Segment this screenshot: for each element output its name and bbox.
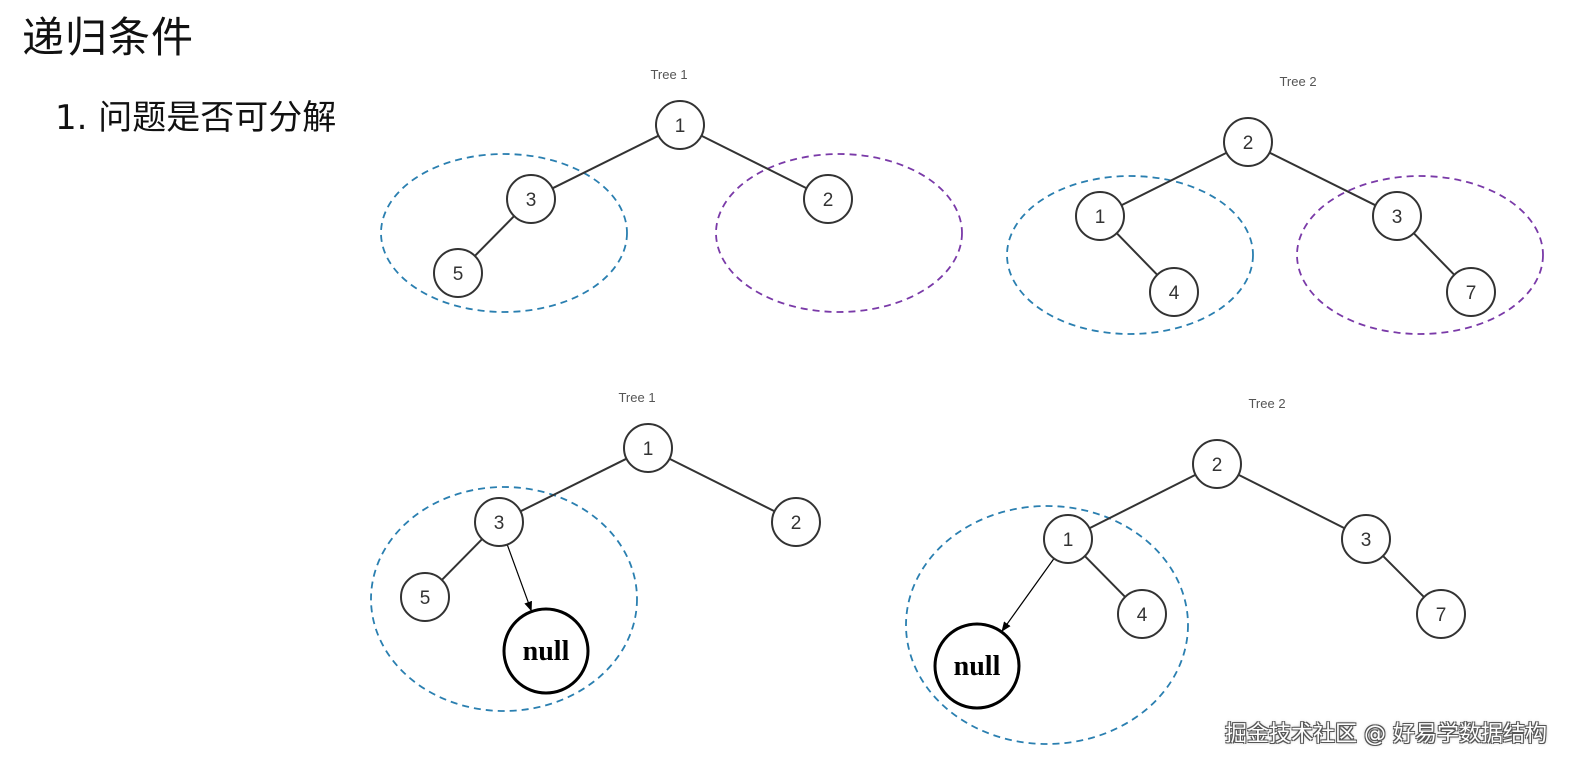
bottom-tree-2-node-label-7: 7 — [1436, 605, 1447, 626]
top-tree-2-node-label-2: 2 — [1243, 133, 1254, 154]
top-tree-2-node-7 — [1446, 267, 1496, 317]
top-tree-2-subtree-group-purple — [1296, 175, 1544, 335]
top-tree-1-node-3 — [506, 174, 556, 224]
top-tree-2-edge-a-c — [1269, 151, 1376, 207]
bottom-tree-1-node-label-2: 2 — [791, 513, 802, 534]
bottom-tree-1-arrow-to-null — [506, 544, 532, 612]
top-tree-2-node-1 — [1075, 191, 1125, 241]
top-tree-1-node-2 — [803, 174, 853, 224]
top-tree-1-node-5 — [433, 248, 483, 298]
top-tree-1-subtree-group-purple — [715, 153, 963, 313]
bottom-tree-2-edge-a-c — [1237, 473, 1346, 530]
bottom-tree-2-node-label-3: 3 — [1361, 530, 1372, 551]
top-tree-2-edge-a-b — [1121, 151, 1227, 207]
bottom-tree-1-null-label: null — [523, 636, 570, 667]
bottom-tree-2-subtree-group-blue — [905, 505, 1189, 745]
top-tree-2-node-label-4: 4 — [1169, 283, 1180, 304]
bottom-tree-2-node-label-4: 4 — [1137, 605, 1148, 626]
top-tree-1-node-label-5: 5 — [453, 264, 464, 285]
bottom-tree-1-node-label-1: 1 — [643, 439, 654, 460]
top-tree-2-node-label-3: 3 — [1392, 207, 1403, 228]
top-tree-1-node-label-1: 1 — [675, 116, 686, 137]
bottom-tree-2-arrow-to-null — [1001, 558, 1055, 632]
top-tree-1-edge-a-b — [552, 134, 659, 190]
bottom-tree-1-edge-a-c — [669, 457, 775, 513]
bottom-tree-2-title: Tree 2 — [1248, 396, 1285, 411]
bottom-tree-2-null-label: null — [954, 651, 1001, 682]
top-tree-1-title: Tree 1 — [650, 67, 687, 82]
top-tree-2-title: Tree 2 — [1279, 74, 1316, 89]
top-tree-2-subtree-group-blue — [1006, 175, 1254, 335]
bottom-tree-2-node-label-1: 1 — [1063, 530, 1074, 551]
bottom-tree-1-null-node — [502, 607, 590, 695]
bottom-tree-2-node-label-2: 2 — [1212, 455, 1223, 476]
watermark: 掘金技术社区 @ 好易学数据结构 — [1225, 722, 1547, 747]
question-item: 1. 问题是否可分解 — [55, 98, 337, 138]
top-tree-1-edge-b-d — [474, 215, 515, 257]
top-tree-1-subtree-group-blue — [380, 153, 628, 313]
bottom-tree-1-subtree-group-blue — [370, 486, 638, 712]
bottom-tree-2-node-7 — [1416, 589, 1466, 639]
top-tree-2-node-label-7: 7 — [1466, 283, 1477, 304]
top-tree-2-node-2 — [1223, 117, 1273, 167]
bottom-tree-1-edge-b-d — [441, 538, 483, 581]
top-tree-2-node-4 — [1149, 267, 1199, 317]
bottom-tree-1-node-1 — [623, 423, 673, 473]
top-tree-2-edge-b-d — [1116, 232, 1158, 276]
bottom-tree-2-node-4 — [1117, 589, 1167, 639]
page-heading: 递归条件 — [22, 13, 195, 62]
bottom-tree-1-node-label-3: 3 — [494, 513, 505, 534]
bottom-tree-1-title: Tree 1 — [618, 390, 655, 405]
bottom-tree-1-node-3 — [474, 497, 524, 547]
bottom-tree-1-edge-a-b — [520, 457, 627, 513]
bottom-tree-2-node-1 — [1043, 514, 1093, 564]
bottom-tree-2-node-2 — [1192, 439, 1242, 489]
bottom-tree-1-node-label-5: 5 — [420, 588, 431, 609]
bottom-tree-1-node-2 — [771, 497, 821, 547]
top-tree-1-edge-a-c — [701, 134, 807, 190]
bottom-tree-2-edge-c-e — [1382, 555, 1425, 598]
top-tree-2-edge-c-e — [1413, 232, 1455, 276]
bottom-tree-2-null-node — [933, 622, 1021, 710]
bottom-tree-2-edge-b-d — [1084, 555, 1126, 598]
bottom-tree-2-node-3 — [1341, 514, 1391, 564]
top-tree-1-node-label-2: 2 — [823, 190, 834, 211]
bottom-tree-1-node-5 — [400, 572, 450, 622]
top-tree-1-node-1 — [655, 100, 705, 150]
top-tree-2-node-3 — [1372, 191, 1422, 241]
bottom-tree-2-edge-a-b — [1088, 473, 1197, 530]
top-tree-1-node-label-3: 3 — [526, 190, 537, 211]
top-tree-2-node-label-1: 1 — [1095, 207, 1106, 228]
